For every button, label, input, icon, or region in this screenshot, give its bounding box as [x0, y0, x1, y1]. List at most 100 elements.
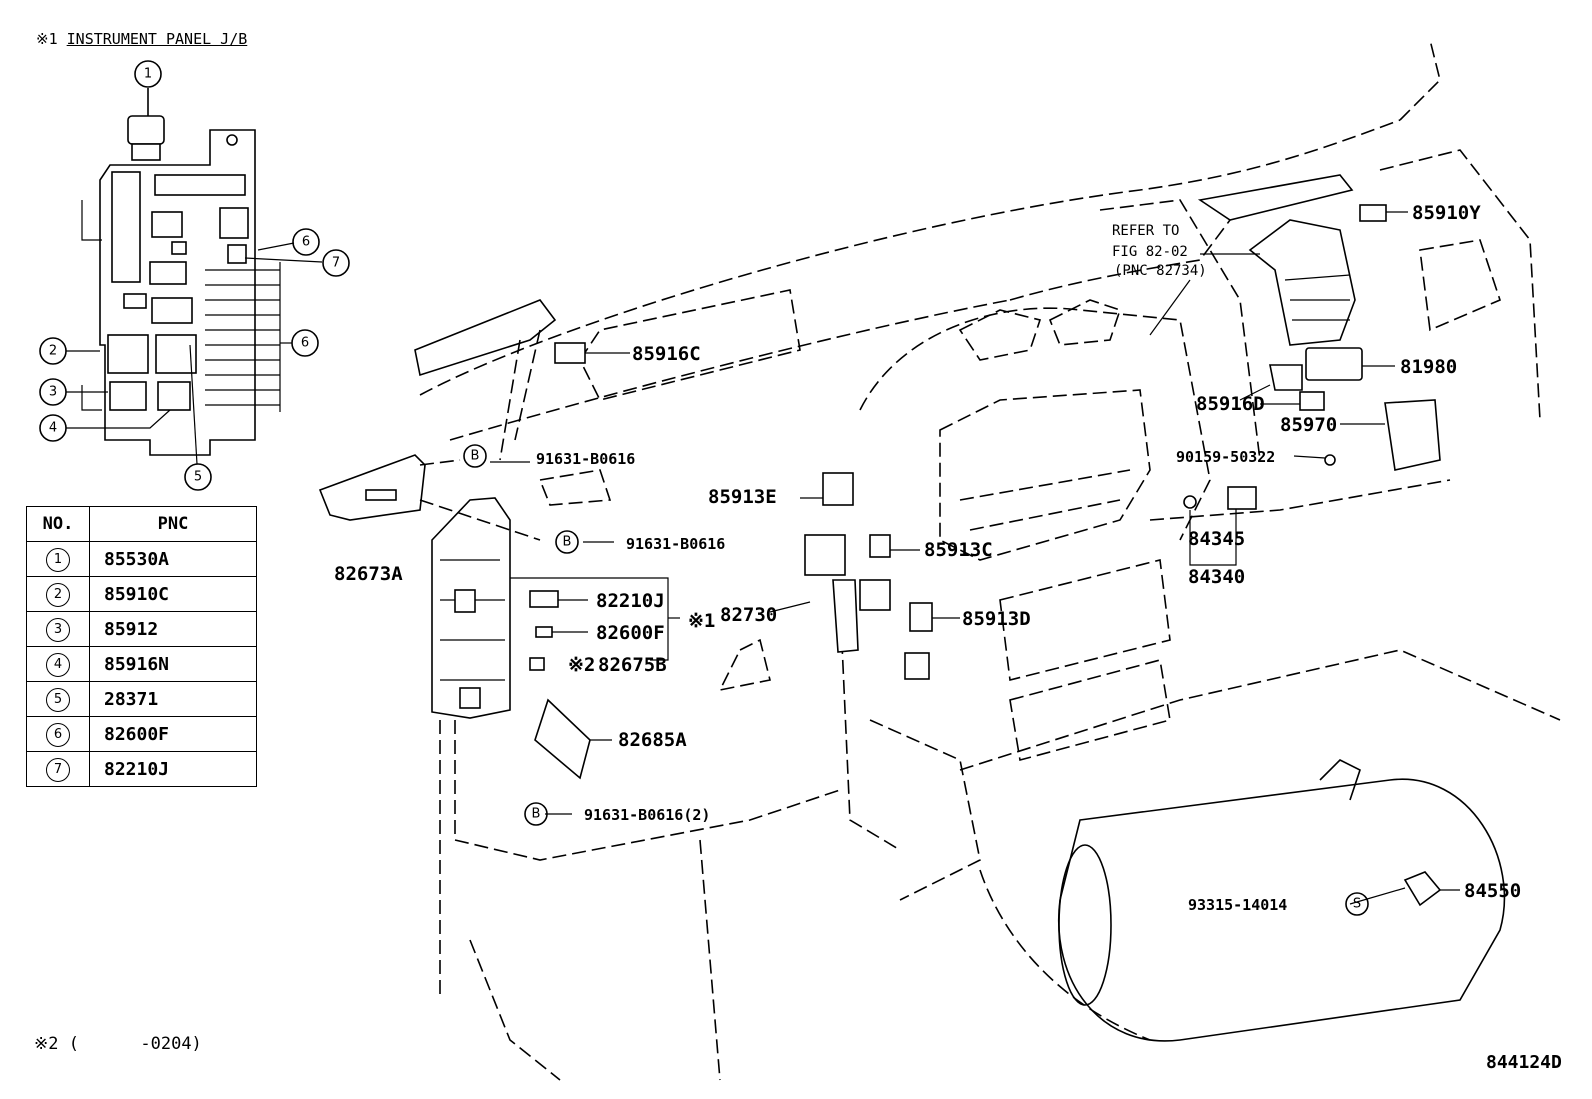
bolt-b-1-label: B [471, 449, 480, 464]
refer-line-1: REFER TO [1112, 223, 1179, 239]
label-84340: 84340 [1188, 566, 1245, 588]
label-82675B: 82675B [598, 654, 667, 676]
row-number: 7 [46, 757, 70, 782]
relay-block [431, 497, 591, 780]
label-82685A: 82685A [618, 729, 687, 751]
label-82730: 82730 [720, 604, 777, 626]
connector-82730 [832, 579, 859, 653]
mark-2: ※2 [568, 654, 595, 676]
relay-85913E [822, 472, 854, 506]
relay-85916D [1299, 391, 1325, 411]
row-number: 3 [46, 617, 70, 642]
bolt-b-2-label: B [563, 535, 572, 550]
bracket-82673A [318, 454, 541, 541]
callout-2: 2 [49, 344, 57, 359]
callout-3: 3 [49, 385, 57, 400]
relay-85916C [554, 342, 586, 364]
mark-1: ※1 [688, 610, 715, 632]
leader-lines [490, 211, 1460, 905]
label-85913D: 85913D [962, 608, 1031, 630]
fuse-82600F [535, 626, 553, 638]
callout-6a: 6 [302, 235, 310, 250]
row-number: 1 [46, 547, 70, 572]
row-pnc: 82210J [89, 751, 257, 787]
relay-82210J [529, 590, 559, 608]
brace-right [1197, 174, 1441, 471]
label-82600F: 82600F [596, 622, 665, 644]
label-84550: 84550 [1464, 880, 1521, 902]
relay-socket [804, 534, 846, 576]
table-row: 4 85916N [26, 646, 257, 682]
relay-85913C [869, 534, 891, 558]
label-91631-1: 91631-B0616 [536, 450, 635, 468]
relay-bracket [859, 579, 891, 611]
footnote-mark: ※2 [34, 1034, 59, 1054]
screw-90159 [1324, 454, 1336, 466]
label-85916C: 85916C [632, 343, 701, 365]
label-85913E: 85913E [708, 486, 777, 508]
legend-title-text: INSTRUMENT PANEL J/B [66, 30, 248, 48]
refer-line-2: FIG 82-02 [1112, 244, 1188, 260]
label-93315-14014: 93315-14014 [1188, 896, 1287, 914]
clip-82675B [529, 657, 545, 671]
col-header-pnc: PNC [89, 506, 257, 542]
row-pnc: 85910C [89, 576, 257, 612]
table-row: 7 82210J [26, 751, 257, 787]
table-header-row: NO. PNC [26, 506, 257, 542]
switch-84550 [1403, 871, 1442, 907]
label-90159-50322: 90159-50322 [1176, 448, 1275, 466]
table-row: 3 85912 [26, 611, 257, 647]
row-number: 5 [46, 687, 70, 712]
label-85913C: 85913C [924, 539, 993, 561]
legend-mark: ※1 [36, 30, 58, 48]
row-pnc: 85530A [89, 541, 257, 577]
footnote-text: ( -0204) [68, 1034, 202, 1054]
callout-1: 1 [144, 67, 152, 82]
clip-84345 [1183, 495, 1197, 509]
relay-85913D [909, 602, 933, 632]
jb-legend-title: ※1 INSTRUMENT PANEL J/B [36, 30, 247, 48]
callout-4: 4 [49, 421, 57, 436]
label-82673A: 82673A [334, 563, 403, 585]
brace-left [414, 299, 557, 461]
bolt-b-3 [524, 802, 548, 826]
bolt-b-1 [463, 444, 487, 468]
label-81980: 81980 [1400, 356, 1457, 378]
table-row: 6 82600F [26, 716, 257, 752]
bolt-b-3-label: B [532, 807, 541, 822]
screw-s [1345, 892, 1369, 916]
label-85916D: 85916D [1196, 393, 1265, 415]
table-row: 2 85910C [26, 576, 257, 612]
label-85970: 85970 [1280, 414, 1337, 436]
footnote: ※2 ( -0204) [34, 1034, 202, 1054]
row-pnc: 28371 [89, 681, 257, 717]
relay-85910Y [1359, 204, 1387, 222]
row-number: 6 [46, 722, 70, 747]
label-84345: 84345 [1188, 528, 1245, 550]
callout-5: 5 [194, 470, 202, 485]
label-91631-3: 91631-B0616(2) [584, 806, 710, 824]
switch-84340 [1227, 486, 1257, 510]
table-row: 5 28371 [26, 681, 257, 717]
bolt-b-2 [555, 530, 579, 554]
figure-code: 844124D [1486, 1052, 1562, 1073]
label-85910Y: 85910Y [1412, 202, 1481, 224]
row-number: 2 [46, 582, 70, 607]
junction-block-detail: 1 6 7 6 2 3 [39, 60, 350, 491]
table-row: 1 85530A [26, 541, 257, 577]
row-pnc: 85912 [89, 611, 257, 647]
callout-6b: 6 [301, 336, 309, 351]
row-pnc: 85916N [89, 646, 257, 682]
refer-line-3: (PNC 82734) [1114, 263, 1207, 279]
callout-7: 7 [332, 256, 340, 271]
pnc-legend-table: NO. PNC 1 85530A 2 85910C 3 85912 4 8591… [26, 506, 257, 787]
label-82210J: 82210J [596, 590, 665, 612]
instrument-panel-outline [419, 39, 1561, 1081]
row-number: 4 [46, 652, 70, 677]
screw-s-label: S [1353, 897, 1361, 912]
relay-holder [904, 652, 930, 680]
col-header-no: NO. [26, 506, 90, 542]
row-pnc: 82600F [89, 716, 257, 752]
label-91631-2: 91631-B0616 [626, 535, 725, 553]
